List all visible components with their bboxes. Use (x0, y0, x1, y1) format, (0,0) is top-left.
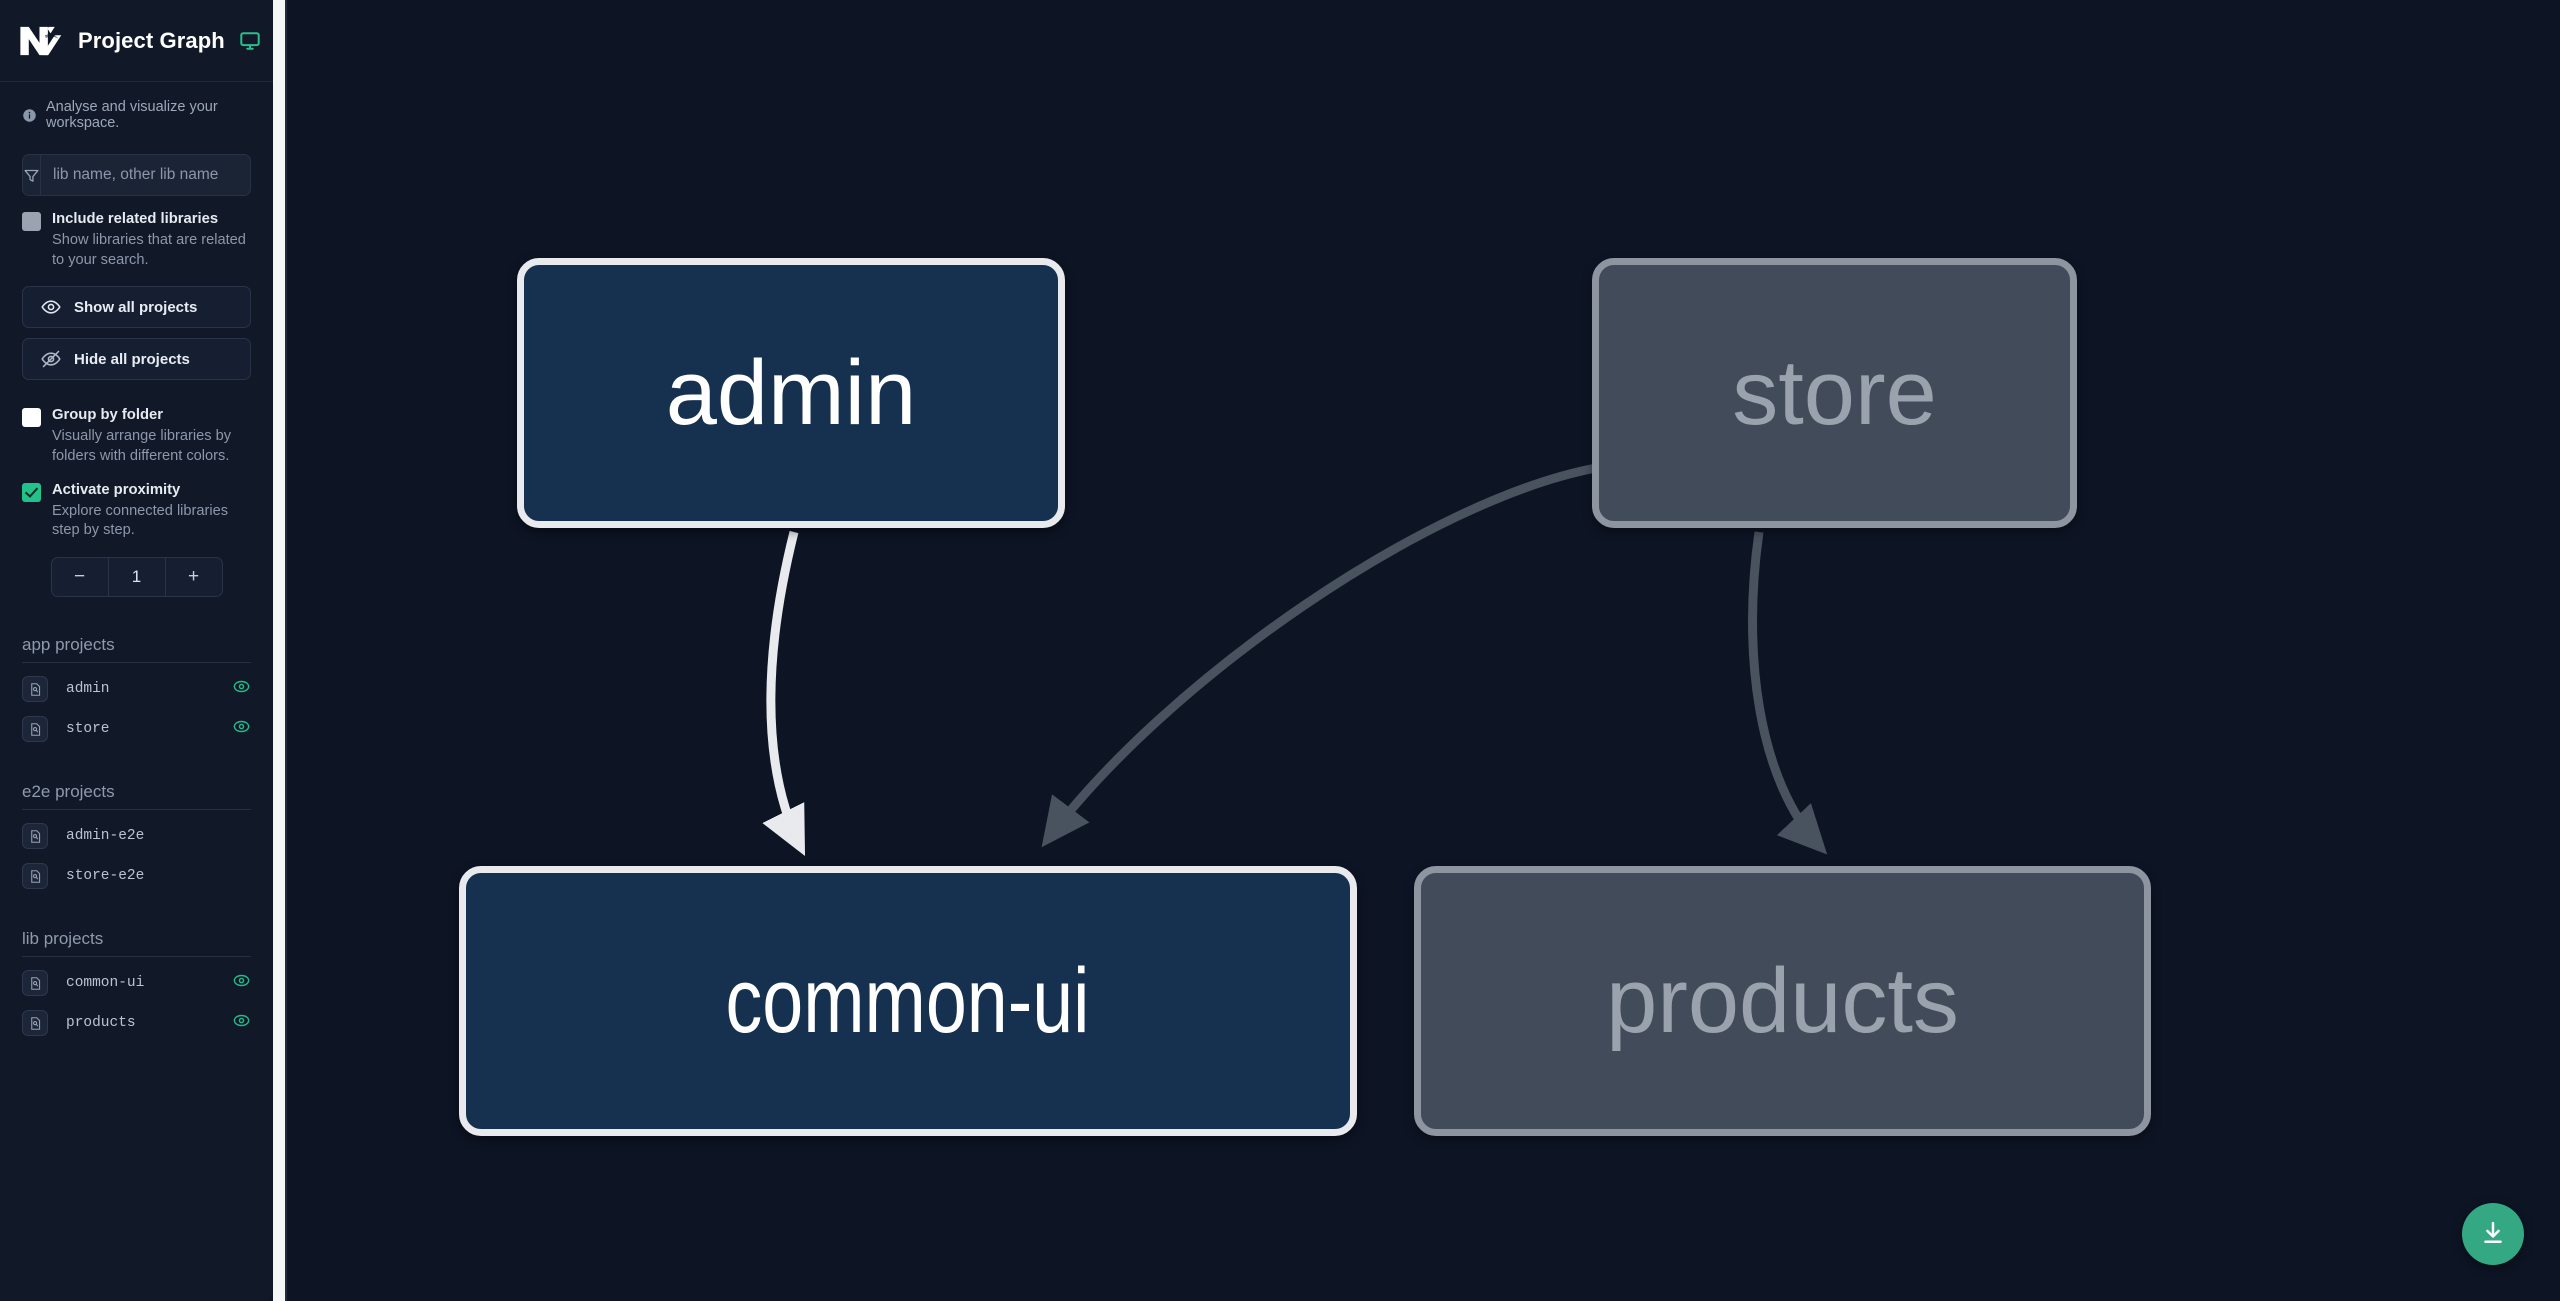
project-visibility-eye-icon[interactable] (232, 1011, 251, 1035)
graph-node-admin[interactable]: admin (517, 258, 1065, 528)
include-related-libraries-checkbox[interactable] (22, 212, 41, 231)
proximity-value: 1 (107, 558, 166, 597)
activate-proximity-checkbox[interactable] (22, 482, 41, 502)
project-name: store (66, 721, 110, 738)
project-row-admin-e2e[interactable]: admin-e2e (22, 816, 251, 856)
graph-node-products[interactable]: products (1414, 866, 2151, 1136)
download-button[interactable] (2462, 1203, 2524, 1265)
graph-node-label: products (1606, 950, 1959, 1052)
project-visibility-eye-icon[interactable] (232, 971, 251, 995)
sidebar-header: Project Graph (0, 0, 273, 82)
graph-node-label: admin (665, 342, 917, 444)
project-file-icon (22, 716, 48, 743)
edge-store-to-common-ui (1041, 463, 1597, 848)
project-file-icon (22, 676, 48, 703)
hide-all-projects-button[interactable]: Hide all projects (22, 338, 251, 381)
option-description: Explore connected libraries step by step… (52, 502, 229, 539)
tagline-text: Analyse and visualize your workspace. (46, 99, 218, 131)
option-include-related-libraries[interactable]: Include related libraries Show libraries… (0, 196, 273, 270)
project-name: products (66, 1015, 136, 1032)
project-groups: app projects admin (0, 635, 273, 1301)
visibility-buttons: Show all projects Hide all projects (0, 270, 273, 381)
project-group-lib-projects: lib projects common-ui (22, 929, 251, 1043)
project-row-products[interactable]: products (22, 1003, 251, 1043)
project-visibility-eye-icon[interactable] (232, 677, 251, 701)
monitor-icon[interactable] (239, 30, 261, 52)
info-icon (22, 108, 37, 123)
project-group-app-projects: app projects admin (22, 635, 251, 749)
sidebar: Project Graph Analyse and visualize your… (0, 0, 273, 1301)
proximity-stepper: − 1 + (50, 557, 223, 598)
group-title: app projects (22, 635, 251, 664)
eye-icon (41, 300, 61, 314)
search-box[interactable] (22, 154, 251, 196)
page-title: Project Graph (78, 27, 225, 53)
option-description: Show libraries that are related to your … (52, 231, 246, 268)
graph-node-label: common-ui (725, 950, 1090, 1052)
graph-node-store[interactable]: store (1592, 258, 2077, 528)
edge-store-to-products (1748, 531, 1828, 855)
project-row-store-e2e[interactable]: store-e2e (22, 856, 251, 896)
graph-edges (762, 463, 1828, 857)
nx-logo-icon (18, 20, 64, 62)
option-activate-proximity[interactable]: Activate proximity Explore connected lib… (0, 467, 273, 541)
option-title: Group by folder (52, 407, 163, 424)
project-file-icon (22, 823, 48, 850)
sidebar-divider (285, 0, 287, 1301)
project-file-icon (22, 863, 48, 890)
project-name: admin (66, 681, 110, 698)
project-file-icon (22, 1010, 48, 1037)
graph-node-label: store (1732, 342, 1937, 444)
graph-node-common-ui[interactable]: common-ui (459, 866, 1357, 1136)
hide-all-projects-label: Hide all projects (74, 350, 190, 368)
option-description: Visually arrange libraries by folders wi… (52, 428, 231, 464)
download-icon (2479, 1219, 2507, 1250)
eye-off-icon (41, 351, 61, 368)
show-all-projects-label: Show all projects (74, 298, 198, 316)
proximity-increment-button[interactable]: + (166, 558, 222, 596)
project-group-e2e-projects: e2e projects admin-e2e (22, 782, 251, 896)
group-title: e2e projects (22, 782, 251, 811)
graph-canvas[interactable]: admin store common-ui products (287, 0, 2560, 1301)
project-name: admin-e2e (66, 828, 145, 845)
filter-icon[interactable] (23, 155, 41, 195)
proximity-decrement-button[interactable]: − (52, 558, 108, 596)
project-name: common-ui (66, 975, 145, 992)
search-input[interactable] (41, 155, 250, 195)
tagline: Analyse and visualize your workspace. (0, 82, 273, 141)
sidebar-scrollbar[interactable] (273, 0, 285, 1301)
group-by-folder-checkbox[interactable] (22, 408, 41, 428)
show-all-projects-button[interactable]: Show all projects (22, 286, 251, 329)
project-file-icon (22, 970, 48, 997)
project-name: store-e2e (66, 868, 145, 885)
proximity-stepper-container: − 1 + (0, 541, 273, 598)
option-group-by-folder[interactable]: Group by folder Visually arrange librari… (0, 380, 273, 466)
option-title: Include related libraries (52, 211, 219, 227)
search-container (0, 141, 273, 196)
edge-admin-to-common-ui (762, 530, 806, 857)
project-visibility-eye-icon[interactable] (232, 717, 251, 741)
project-row-common-ui[interactable]: common-ui (22, 963, 251, 1003)
group-title: lib projects (22, 929, 251, 958)
project-row-admin[interactable]: admin (22, 669, 251, 709)
project-row-store[interactable]: store (22, 709, 251, 749)
option-title: Activate proximity (52, 481, 181, 498)
